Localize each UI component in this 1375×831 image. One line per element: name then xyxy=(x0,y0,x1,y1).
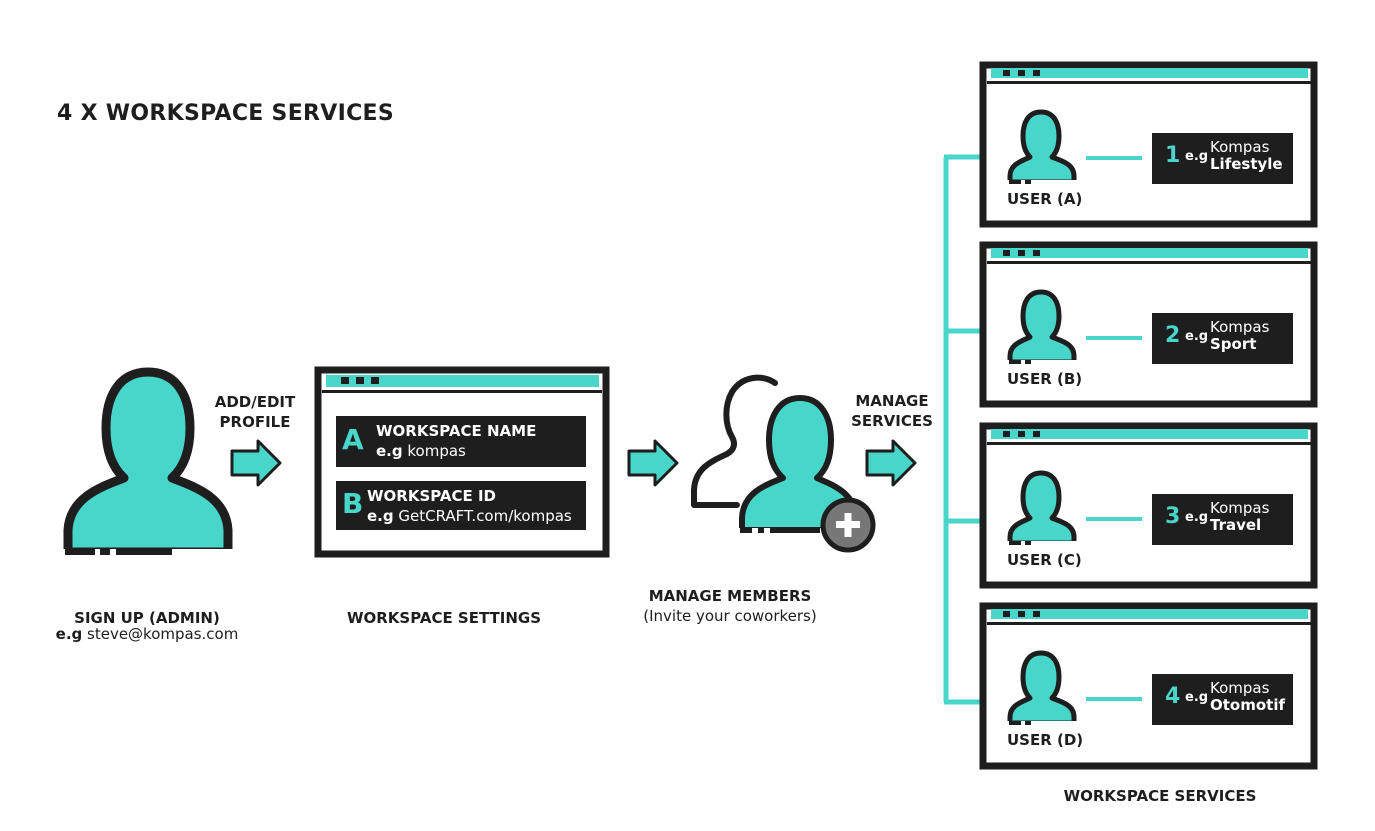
field-name: WORKSPACE NAME xyxy=(376,422,537,440)
service-name: Travel xyxy=(1210,516,1262,534)
signup-example-prefix: e.g xyxy=(55,625,83,643)
field-example-value: kompas xyxy=(407,442,466,460)
service-example-prefix: e.g xyxy=(1185,690,1209,705)
field-example-prefix: e.g xyxy=(376,442,403,460)
service-number: 4 xyxy=(1165,684,1181,709)
service-name: Lifestyle xyxy=(1210,155,1283,173)
arrow-right-icon xyxy=(865,439,917,487)
user-label: USER (D) xyxy=(1007,731,1084,749)
add-edit-profile-label: ADD/EDIT PROFILE xyxy=(205,392,305,432)
signup-example-value: steve@kompas.com xyxy=(87,625,239,643)
add-edit-label-line1: ADD/EDIT xyxy=(214,393,296,411)
manage-services-label: MANAGE SERVICES xyxy=(842,391,942,431)
user-label: USER (C) xyxy=(1007,551,1082,569)
signup-caption: SIGN UP (ADMIN) xyxy=(74,609,220,627)
field-letter: A xyxy=(342,423,364,456)
workspace-services-caption: WORKSPACE SERVICES xyxy=(1063,787,1257,805)
service-name: Sport xyxy=(1210,335,1257,353)
service-brand: Kompas xyxy=(1210,679,1270,697)
service-tag: 1 e.g Kompas Lifestyle xyxy=(1152,133,1293,184)
field-example: e.g kompas xyxy=(376,442,466,460)
arrow-right-icon xyxy=(230,439,282,487)
field-example-prefix: e.g xyxy=(367,507,394,525)
service-tag: 3 e.g Kompas Travel xyxy=(1152,494,1293,545)
service-name: Otomotif xyxy=(1210,696,1285,714)
workspace-id-field: B WORKSPACE ID e.g GetCRAFT.com/kompas xyxy=(336,481,586,530)
manage-members-caption: MANAGE MEMBERS xyxy=(648,587,812,605)
manage-members-subcaption: (Invite your coworkers) xyxy=(643,607,817,625)
service-brand: Kompas xyxy=(1210,318,1270,336)
signup-example: e.g steve@kompas.com xyxy=(37,625,257,643)
service-number: 2 xyxy=(1165,323,1181,348)
service-number: 1 xyxy=(1165,143,1181,168)
service-number: 3 xyxy=(1165,504,1181,529)
service-example-prefix: e.g xyxy=(1185,149,1209,164)
service-example-prefix: e.g xyxy=(1185,329,1209,344)
service-brand: Kompas xyxy=(1210,499,1270,517)
field-letter: B xyxy=(342,487,364,520)
service-brand: Kompas xyxy=(1210,138,1270,156)
service-tag: 4 e.g Kompas Otomotif xyxy=(1152,674,1293,725)
field-example-value: GetCRAFT.com/kompas xyxy=(398,507,572,525)
manage-members-icon xyxy=(691,374,876,553)
workspace-name-field: A WORKSPACE NAME e.g kompas xyxy=(336,416,586,467)
page-title: 4 X WORKSPACE SERVICES xyxy=(57,101,394,126)
admin-user-icon xyxy=(60,367,240,561)
manage-services-label-line1: MANAGE xyxy=(855,392,929,410)
add-edit-label-line2: PROFILE xyxy=(219,413,291,431)
service-tag: 2 e.g Kompas Sport xyxy=(1152,313,1293,364)
field-example: e.g GetCRAFT.com/kompas xyxy=(367,507,572,525)
services-bracket-connector xyxy=(943,154,981,705)
user-label: USER (A) xyxy=(1007,190,1083,208)
arrow-right-icon xyxy=(627,439,679,487)
field-name: WORKSPACE ID xyxy=(367,487,497,505)
workspace-settings-caption: WORKSPACE SETTINGS xyxy=(346,609,542,627)
manage-services-label-line2: SERVICES xyxy=(851,412,933,430)
service-example-prefix: e.g xyxy=(1185,510,1209,525)
user-label: USER (B) xyxy=(1007,370,1083,388)
